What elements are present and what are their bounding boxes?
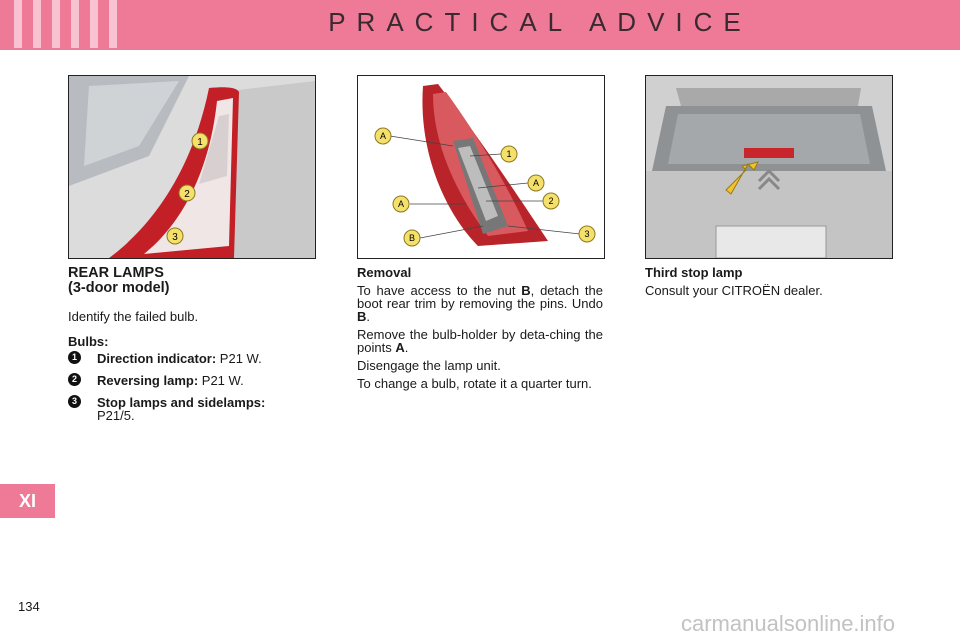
rear-lamps-section: REAR LAMPS (3-door model) Identify the f… xyxy=(68,266,314,431)
image-marker-2: 2 xyxy=(184,189,190,200)
bulb-name: Stop lamps and sidelamps: xyxy=(97,395,266,410)
header-stripe xyxy=(90,0,98,48)
header-stripe xyxy=(52,0,60,48)
image-marker-a: A xyxy=(380,131,386,141)
bulb-marker: 2 xyxy=(68,373,81,386)
image-marker-2: 2 xyxy=(548,196,553,206)
third-stop-lamp-section: Third stop lamp Consult your CITROËN dea… xyxy=(645,266,891,302)
bulb-value: P21 W. xyxy=(216,351,262,366)
bulb-item: 3 Stop lamps and sidelamps: P21/5. xyxy=(68,395,314,423)
bulbs-label: Bulbs: xyxy=(68,334,109,349)
bulb-item: 2 Reversing lamp: P21 W. xyxy=(68,373,314,388)
image-marker-a: A xyxy=(398,199,404,209)
page-number: 134 xyxy=(18,599,40,614)
page-title: PRACTICAL ADVICE xyxy=(328,7,752,37)
page-header: PRACTICAL ADVICE xyxy=(0,0,960,50)
removal-paragraph: Disengage the lamp unit. xyxy=(357,358,501,373)
image-marker-1: 1 xyxy=(197,137,203,148)
bulb-marker: 3 xyxy=(68,395,81,408)
rear-lamp-photo: 1 2 3 xyxy=(68,75,316,259)
section-subtitle: (3-door model) xyxy=(68,280,170,296)
removal-section: Removal To have access to the nut B, det… xyxy=(357,266,603,395)
third-stop-heading: Third stop lamp xyxy=(645,265,743,280)
image-marker-3: 3 xyxy=(172,232,178,243)
header-stripe xyxy=(109,0,117,48)
bulb-item: 1 Direction indicator: P21 W. xyxy=(68,351,314,366)
header-stripe xyxy=(14,0,22,48)
header-stripe xyxy=(33,0,41,48)
lamp-unit-photo: A 1 A 2 A B 3 xyxy=(357,75,605,259)
header-stripe xyxy=(71,0,79,48)
removal-paragraph: To change a bulb, rotate it a quarter tu… xyxy=(357,376,592,391)
removal-paragraph: Remove the bulb-holder by deta-ching the… xyxy=(357,327,603,355)
removal-paragraph: To have access to the nut B, detach the … xyxy=(357,283,603,324)
watermark: carmanualsonline.info xyxy=(681,611,896,636)
image-marker-1: 1 xyxy=(506,149,511,159)
bulb-name: Reversing lamp: xyxy=(97,373,199,388)
bulb-value: P21/5. xyxy=(97,408,135,423)
image-marker-a: A xyxy=(533,178,539,188)
chapter-tab: XI xyxy=(0,484,55,518)
bulb-marker: 1 xyxy=(68,351,81,364)
removal-heading: Removal xyxy=(357,265,412,280)
bulb-value: P21 W. xyxy=(198,373,244,388)
image-marker-3: 3 xyxy=(584,229,589,239)
intro-text: Identify the failed bulb. xyxy=(68,309,199,324)
bulb-name: Direction indicator: xyxy=(97,351,217,366)
section-title: REAR LAMPS xyxy=(68,265,164,281)
third-stop-lamp-photo xyxy=(645,75,893,259)
third-stop-text: Consult your CITROËN dealer. xyxy=(645,283,823,298)
image-marker-b: B xyxy=(409,233,415,243)
